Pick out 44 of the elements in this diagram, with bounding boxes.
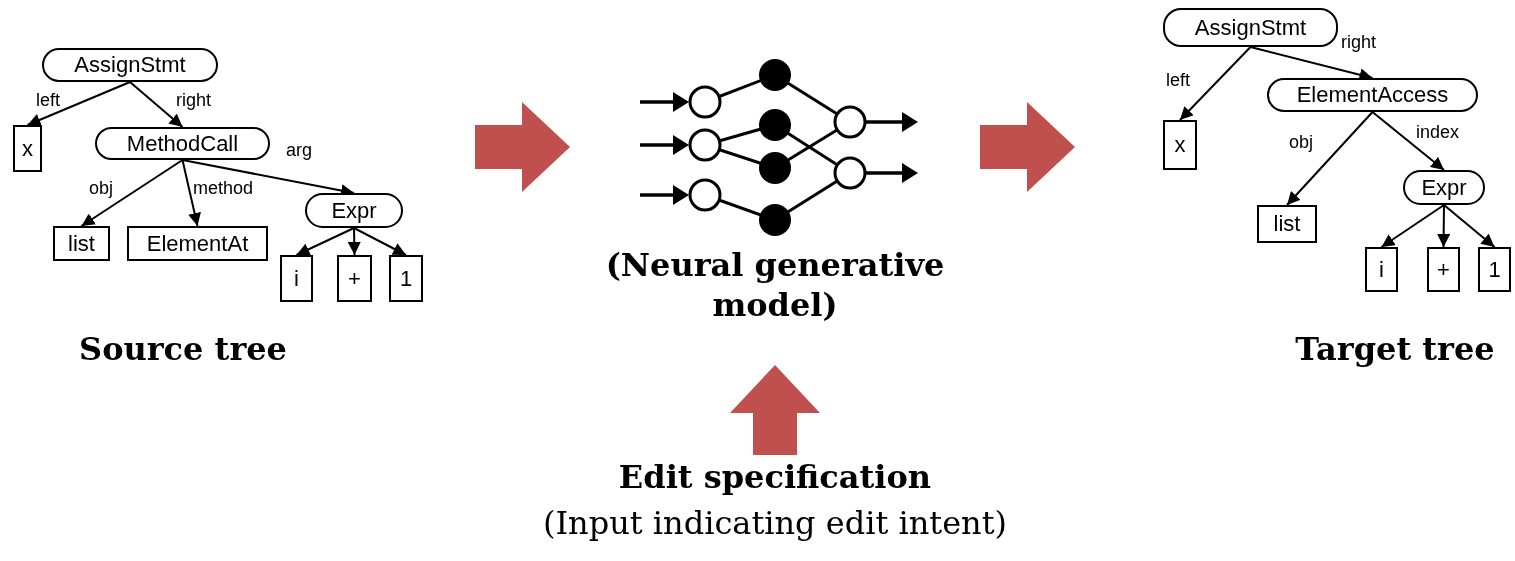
leaf-node: + bbox=[1427, 247, 1460, 292]
leaf-node: x bbox=[1163, 120, 1197, 170]
leaf-node: + bbox=[337, 255, 372, 302]
arrow bbox=[1443, 204, 1496, 248]
leaf-node: list bbox=[1257, 205, 1317, 243]
block-arrow bbox=[980, 102, 1075, 192]
arrow bbox=[347, 227, 361, 256]
tree-node: MethodCall bbox=[95, 127, 270, 160]
tree-node: ElementAccess bbox=[1267, 78, 1478, 112]
leaf-node: i bbox=[1365, 247, 1398, 292]
tree-node: AssignStmt bbox=[42, 48, 218, 82]
arrow bbox=[295, 227, 355, 256]
node-label: (Neural generative model) bbox=[604, 245, 946, 325]
tree-node: Expr bbox=[1403, 170, 1485, 205]
tree-node: Expr bbox=[305, 193, 403, 228]
edge-label: obj bbox=[88, 178, 115, 198]
edge-label: right bbox=[1340, 32, 1377, 52]
edge-label: method bbox=[192, 178, 255, 198]
arrow bbox=[1371, 111, 1445, 171]
arrow bbox=[129, 81, 184, 128]
leaf-node: 1 bbox=[389, 255, 423, 302]
arrow bbox=[1437, 204, 1451, 248]
heading: Edit specification bbox=[617, 457, 933, 498]
leaf-node: list bbox=[53, 226, 110, 261]
tree-node: AssignStmt bbox=[1163, 8, 1338, 47]
leaf-node: i bbox=[280, 255, 313, 302]
arrow bbox=[80, 159, 184, 227]
block-arrow bbox=[475, 102, 570, 192]
edge-label: obj bbox=[1288, 132, 1315, 152]
section-title: Target tree bbox=[1295, 330, 1495, 368]
arrow bbox=[26, 81, 131, 126]
block-arrow bbox=[730, 365, 820, 455]
arrow bbox=[1380, 204, 1445, 248]
edge-label: right bbox=[175, 90, 212, 110]
section-title: Source tree bbox=[79, 330, 287, 368]
description: (Input indicating edit intent) bbox=[541, 503, 1009, 544]
leaf-node: x bbox=[13, 125, 42, 172]
leaf-node: 1 bbox=[1478, 247, 1511, 292]
arrow bbox=[181, 159, 201, 227]
arrow bbox=[1286, 111, 1374, 206]
leaf-node: ElementAt bbox=[127, 226, 268, 261]
arrow bbox=[353, 227, 407, 256]
edge-label: left bbox=[35, 90, 61, 110]
arrow bbox=[1179, 46, 1252, 121]
